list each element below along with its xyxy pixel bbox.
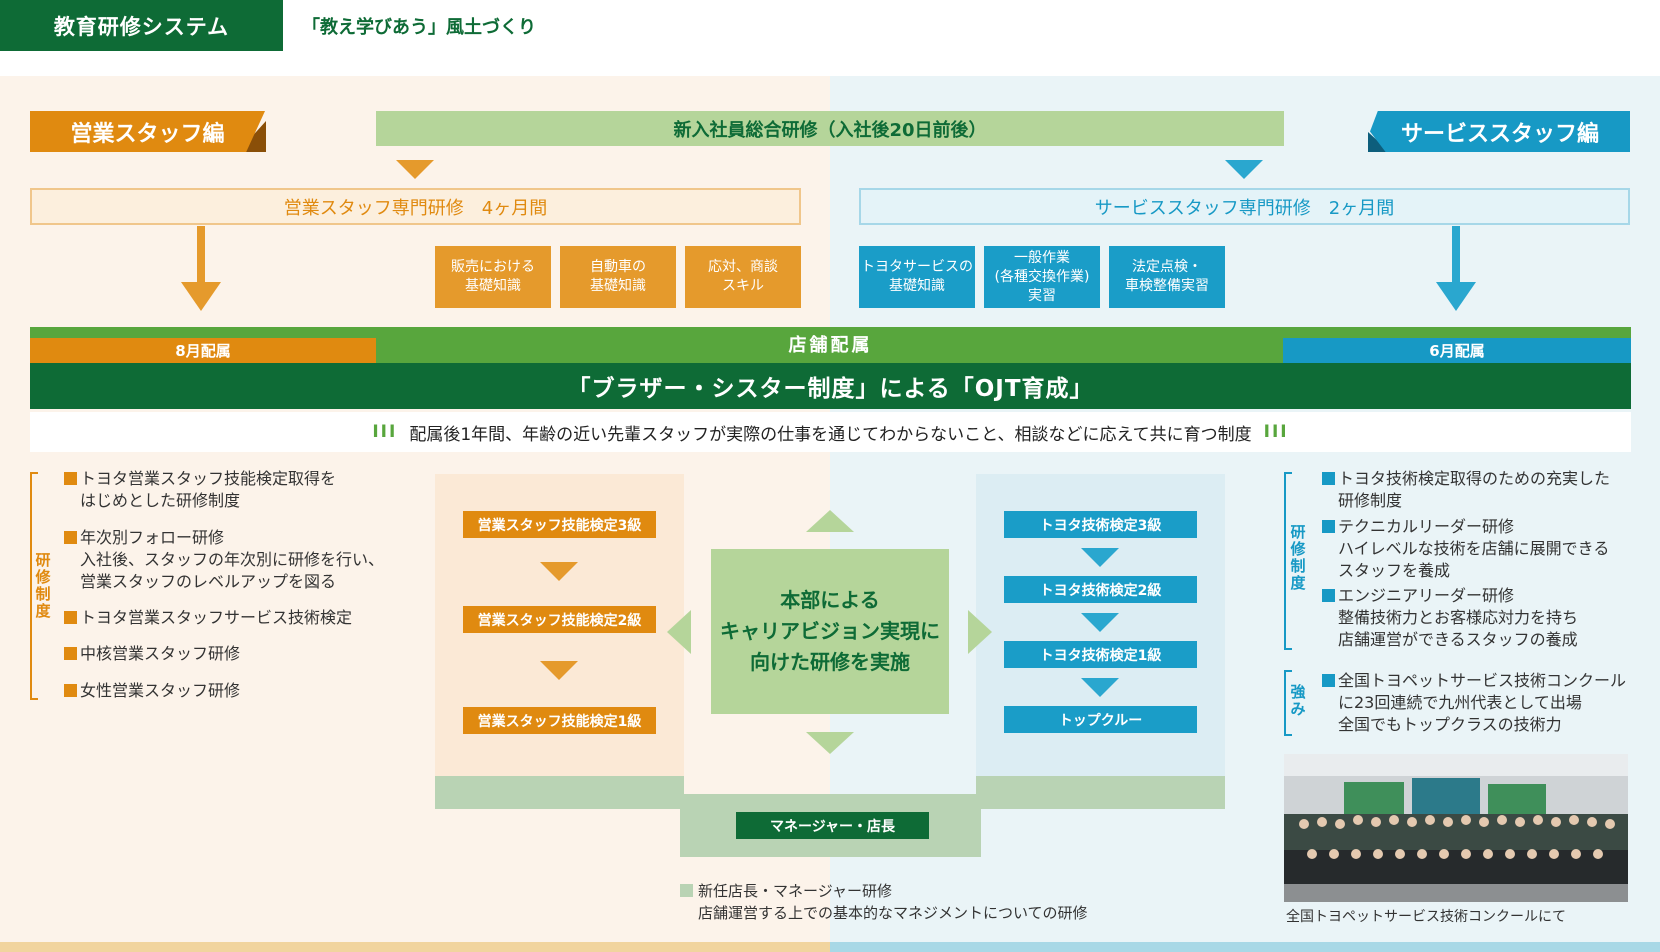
ojt-description-text: 配属後1年間、年齢の近い先輩スタッフが実際の仕事を通じてわからないこと、相談など… [409, 424, 1252, 445]
down-arrow-icon [540, 562, 578, 581]
service-level-1: トヨタ技術検定1級 [1004, 641, 1197, 668]
sales-system-item: 中核営業スタッフ研修 [64, 643, 240, 665]
ojt-description: III 配属後1年間、年齢の近い先輩スタッフが実際の仕事を通じてわからないこと、… [30, 412, 1631, 452]
service-system-item: トヨタ技術検定取得のための充実した 研修制度 [1322, 468, 1610, 512]
sales-system-item: トヨタ営業スタッフサービス技術検定 [64, 607, 352, 629]
sales-assignment-month: 8月配属 [30, 338, 376, 363]
sales-system-label: 研修制度 [35, 551, 51, 620]
square-bullet-icon [64, 684, 77, 697]
ojt-title-bar: 「ブラザー・シスター制度」による「OJT育成」 [30, 363, 1631, 409]
sales-specialist-course: 営業スタッフ専門研修 4ヶ月間 [30, 188, 801, 225]
sales-subject-box: 応対、商談スキル [685, 246, 801, 308]
contest-group-photo [1284, 754, 1628, 902]
bracket-cap [1284, 670, 1292, 672]
down-arrow-icon [1436, 282, 1476, 311]
square-bullet-icon [64, 611, 77, 624]
sales-system-bracket [30, 472, 40, 700]
service-staff-banner: サービススタッフ編 [1370, 111, 1630, 152]
left-arrow-icon [667, 610, 691, 654]
service-system-item: エンジニアリーダー研修 整備技術力とお客様応対力を持ち 店舗運営ができるスタッフ… [1322, 585, 1578, 651]
system-title: 教育研修システム [0, 0, 283, 51]
photo-caption: 全国トヨペットサービス技術コンクールにて [1286, 909, 1566, 925]
bracket-cap [1284, 472, 1292, 474]
new-hire-training-bar: 新入社員総合研修（入社後20日前後） [376, 111, 1284, 146]
square-bullet-icon [680, 884, 693, 897]
down-arrow-icon [1081, 678, 1119, 697]
down-arrow-icon [540, 661, 578, 680]
square-bullet-icon [64, 647, 77, 660]
management-base-left [435, 776, 684, 809]
sales-level-2: 営業スタッフ技能検定2級 [463, 606, 656, 633]
down-arrow-icon [181, 282, 221, 311]
manager-training-note: 新任店長・マネージャー研修 店舗運営する上での基本的なマネジメントについての研修 [680, 880, 1088, 924]
service-subject-box: トヨタサービスの基礎知識 [859, 246, 975, 308]
bracket-cap [1284, 734, 1292, 736]
down-arrow-icon [1081, 548, 1119, 567]
down-arrow-icon [806, 732, 854, 754]
service-specialist-course: サービススタッフ専門研修 2ヶ月間 [859, 188, 1630, 225]
strength-item: 全国トヨペットサービス技術コンクール に23回連続で九州代表として出場 全国でも… [1322, 670, 1626, 736]
square-bullet-icon [64, 531, 77, 544]
down-arrow-icon [1225, 160, 1263, 179]
manager-store-manager-box: マネージャー・店長 [736, 812, 929, 839]
sales-flow-arrow-shaft [197, 226, 205, 282]
sales-level-1: 営業スタッフ技能検定1級 [463, 707, 656, 734]
bracket-cap [30, 472, 38, 474]
square-bullet-icon [1322, 674, 1335, 687]
sales-subject-box: 自動車の基礎知識 [560, 246, 676, 308]
sales-system-item: 年次別フォロー研修 入社後、スタッフの年次別に研修を行い、 営業スタッフのレベル… [64, 527, 384, 593]
down-arrow-icon [396, 160, 434, 179]
store-assignment-label: 店舗配属 [788, 335, 873, 356]
square-bullet-icon [64, 472, 77, 485]
tagline: 「教え学びあう」風土づくり [302, 17, 536, 38]
service-flow-arrow-shaft [1452, 226, 1460, 282]
square-bullet-icon [1322, 589, 1335, 602]
headquarters-career-box: 本部による キャリアビジョン実現に 向けた研修を実施 [711, 549, 949, 714]
service-top-crew: トップクルー [1004, 706, 1197, 733]
square-bullet-icon [1322, 472, 1335, 485]
right-arrow-icon [968, 610, 992, 654]
sales-level-3: 営業スタッフ技能検定3級 [463, 511, 656, 538]
service-subject-box: 法定点検・車検整備実習 [1109, 246, 1225, 308]
service-level-2: トヨタ技術検定2級 [1004, 576, 1197, 603]
sales-staff-banner: 営業スタッフ編 [30, 111, 265, 152]
service-subject-box: 一般作業(各種交換作業)実習 [984, 246, 1100, 308]
up-arrow-icon [806, 510, 854, 532]
bottom-bar-service [830, 942, 1660, 952]
bottom-bar-sales [0, 942, 830, 952]
service-system-item: テクニカルリーダー研修 ハイレベルな技術を店舗に展開できる スタッフを養成 [1322, 516, 1609, 582]
bars-icon: III [1263, 422, 1289, 442]
square-bullet-icon [1322, 520, 1335, 533]
service-system-label: 研修制度 [1290, 523, 1306, 592]
down-arrow-icon [1081, 613, 1119, 632]
sales-subject-box: 販売における基礎知識 [435, 246, 551, 308]
sales-system-item: 女性営業スタッフ研修 [64, 680, 240, 702]
bars-icon: III [372, 422, 398, 442]
strength-bracket [1284, 670, 1286, 736]
bracket-cap [1284, 648, 1292, 650]
service-level-3: トヨタ技術検定3級 [1004, 511, 1197, 538]
sales-system-item: トヨタ営業スタッフ技能検定取得を はじめとした研修制度 [64, 468, 336, 512]
service-system-bracket [1284, 472, 1286, 650]
management-base-right [976, 776, 1225, 809]
service-assignment-month: 6月配属 [1283, 338, 1631, 363]
bracket-cap [30, 698, 38, 700]
strength-label: 強み [1290, 683, 1306, 718]
